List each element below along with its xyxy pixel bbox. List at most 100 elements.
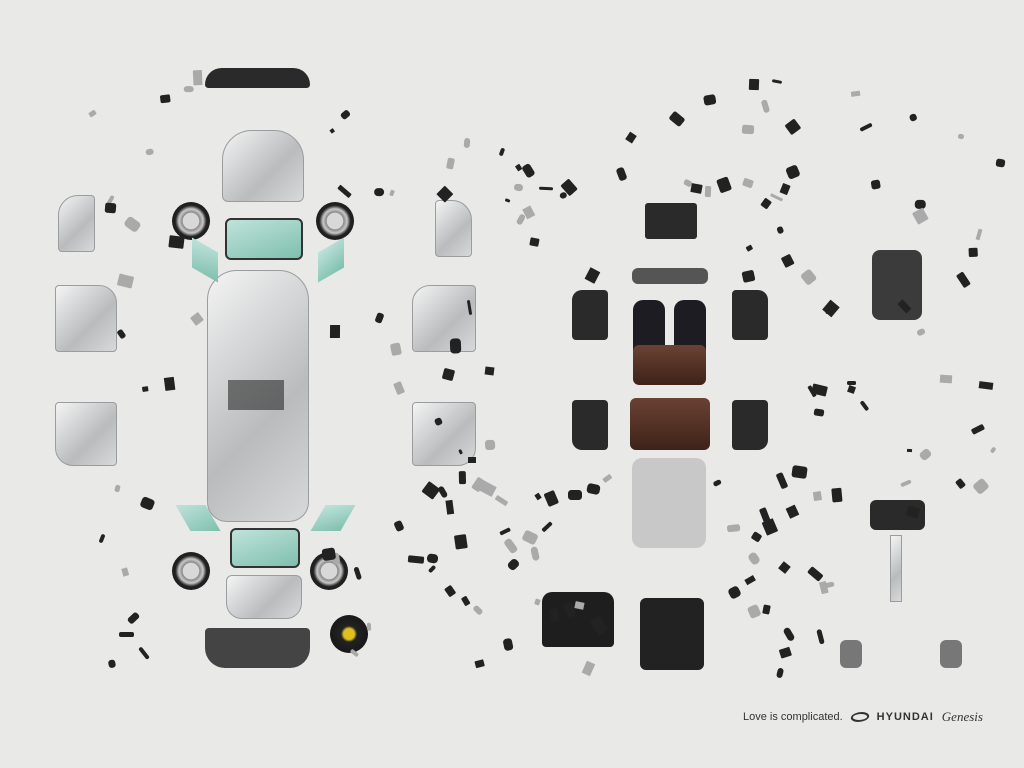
small-part (746, 604, 762, 620)
small-part (427, 565, 437, 574)
center-display (645, 203, 697, 239)
hood (222, 130, 304, 202)
small-part (830, 487, 843, 502)
trunk-lid (226, 575, 302, 619)
small-part (126, 611, 140, 625)
small-part (791, 464, 808, 480)
small-part (906, 448, 913, 453)
door-front-right (412, 285, 476, 352)
small-part (122, 215, 142, 233)
small-part (113, 484, 121, 493)
small-part (846, 381, 856, 386)
small-part (502, 537, 519, 555)
small-part (322, 546, 337, 561)
small-part (484, 439, 496, 451)
small-part (373, 188, 385, 197)
small-part (389, 189, 396, 197)
small-part (956, 271, 972, 289)
small-part (117, 273, 135, 289)
rear-bumper (205, 628, 310, 668)
small-part (137, 646, 150, 660)
small-part (918, 447, 933, 462)
small-part (780, 253, 795, 269)
small-part (407, 554, 424, 564)
small-part (760, 197, 773, 210)
small-part (760, 98, 771, 113)
small-part (813, 408, 825, 418)
small-part (995, 157, 1006, 167)
small-part (850, 90, 861, 97)
tagline: Love is complicated. (743, 711, 843, 723)
small-part (727, 585, 743, 601)
small-part (393, 519, 405, 533)
small-part (190, 311, 205, 326)
small-part (716, 176, 733, 195)
small-part (821, 299, 840, 318)
small-part (742, 177, 755, 189)
small-part (540, 521, 553, 533)
small-part (494, 495, 508, 507)
fender-left (58, 195, 95, 252)
small-part (859, 122, 873, 133)
small-part (957, 133, 965, 140)
small-part (539, 187, 554, 191)
small-part (463, 137, 471, 149)
small-part (339, 109, 351, 120)
windshield (225, 218, 303, 260)
small-part (784, 118, 802, 136)
small-part (585, 482, 601, 495)
model-name: Genesis (941, 709, 983, 724)
small-part (337, 184, 353, 199)
small-part (484, 366, 495, 376)
wheel-front-left (172, 202, 210, 240)
small-part (515, 163, 523, 172)
small-part (529, 546, 540, 562)
wheel-rear-left (172, 552, 210, 590)
small-part (366, 622, 371, 632)
small-part (389, 341, 402, 356)
small-part (118, 632, 134, 638)
rear-window (230, 528, 300, 568)
small-part (745, 244, 754, 252)
fender-right (435, 200, 472, 257)
small-part (192, 70, 203, 86)
small-part (445, 500, 454, 515)
small-part (98, 533, 106, 544)
brand-name: HYUNDAI (876, 711, 934, 723)
small-part (741, 124, 755, 135)
small-part (168, 235, 185, 250)
small-part (776, 225, 784, 235)
small-part (668, 110, 686, 127)
small-part (785, 504, 800, 519)
trunk-liner (640, 598, 704, 670)
small-part (506, 557, 521, 572)
wheel-front-right (316, 202, 354, 240)
small-part (704, 186, 712, 198)
small-part (955, 478, 967, 490)
small-part (533, 598, 541, 606)
dashboard (632, 268, 708, 284)
door-panel-front-left (572, 290, 608, 340)
muffler-left (840, 640, 862, 668)
small-part (741, 269, 756, 283)
small-part (534, 492, 543, 501)
door-front-left (55, 285, 117, 352)
small-part (775, 472, 789, 490)
small-part (975, 228, 983, 241)
small-part (762, 604, 772, 615)
small-part (116, 328, 127, 340)
quarter-glass-1 (192, 237, 218, 283)
small-part (159, 94, 171, 105)
small-part (799, 268, 818, 287)
small-part (970, 423, 986, 435)
small-part (912, 207, 929, 225)
small-part (703, 94, 717, 106)
small-part (88, 109, 97, 118)
small-part (353, 566, 363, 581)
small-part (443, 584, 457, 598)
small-part (183, 85, 194, 92)
small-part (859, 400, 870, 412)
door-panel-rear-right (732, 400, 768, 450)
small-part (785, 164, 802, 180)
small-part (374, 311, 386, 324)
